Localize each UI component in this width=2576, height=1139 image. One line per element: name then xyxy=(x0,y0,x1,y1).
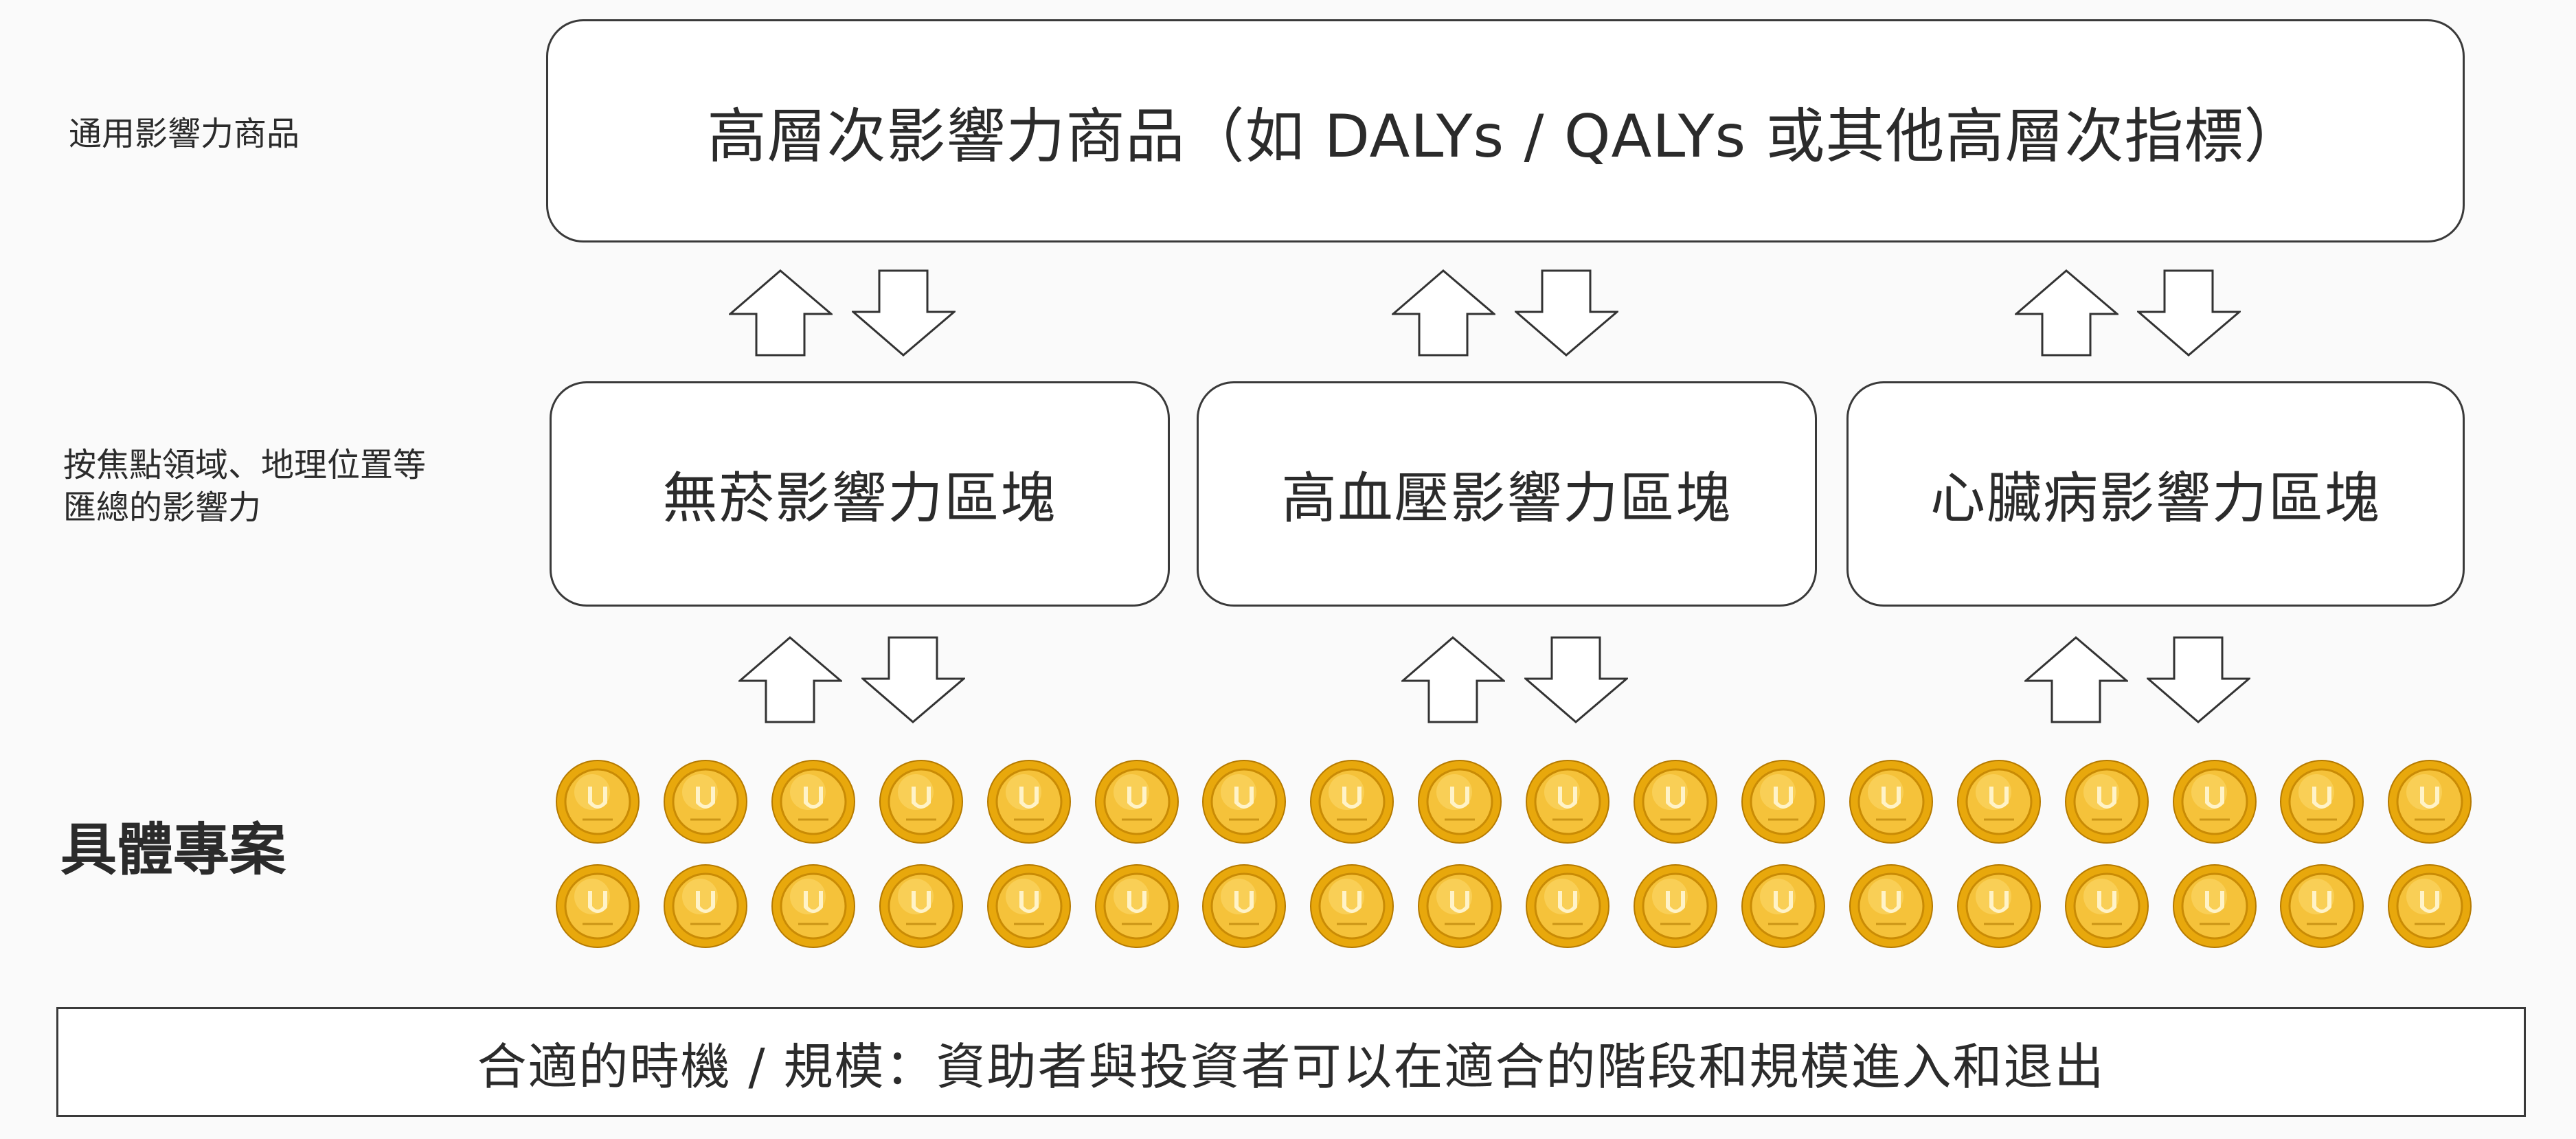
timing-scale-bar: 合適的時機 / 規模：資助者與投資者可以在適合的階段和規模進入和退出 xyxy=(56,1007,2526,1117)
label-universal: 通用影響力商品 xyxy=(69,115,300,153)
down-arrow-icon xyxy=(1515,269,1618,357)
down-arrow-icon xyxy=(852,269,956,357)
up-arrow-icon xyxy=(1401,636,1505,723)
down-arrow-icon xyxy=(2147,636,2250,723)
gold-coin-icon xyxy=(664,864,747,948)
label-aggregated-line1: 按焦點領域、地理位置等 xyxy=(63,446,427,484)
up-arrow-icon xyxy=(2015,269,2119,357)
gold-coin-icon xyxy=(771,864,855,948)
gold-coin-icon xyxy=(556,760,640,844)
gold-coin-icon xyxy=(987,760,1071,844)
gold-coin-icon xyxy=(2065,864,2149,948)
gold-coin-icon xyxy=(987,864,1071,948)
gold-coin-icon xyxy=(664,760,747,844)
gold-coin-icon xyxy=(2173,760,2257,844)
gold-coin-icon xyxy=(1310,760,1394,844)
gold-coin-icon xyxy=(2388,864,2472,948)
block-smoke-free: 無菸影響力區塊 xyxy=(550,381,1170,607)
gold-coin-icon xyxy=(1095,760,1179,844)
gold-coin-icon xyxy=(1957,760,2041,844)
gold-coin-icon xyxy=(1849,760,1933,844)
gold-coin-icon xyxy=(1526,864,1609,948)
block-heart-disease: 心臟病影響力區塊 xyxy=(1846,381,2465,607)
up-arrow-icon xyxy=(1392,269,1495,357)
up-arrow-icon xyxy=(738,636,842,723)
block-hypertension: 高血壓影響力區塊 xyxy=(1197,381,1817,607)
up-arrow-icon xyxy=(2024,636,2128,723)
gold-coin-icon xyxy=(1202,760,1286,844)
gold-coin-icon xyxy=(1095,864,1179,948)
gold-coin-icon xyxy=(2173,864,2257,948)
gold-coin-icon xyxy=(1741,864,1825,948)
gold-coin-icon xyxy=(2388,760,2472,844)
block-title: 高血壓影響力區塊 xyxy=(1281,466,1732,530)
gold-coin-icon xyxy=(1418,864,1502,948)
block-title: 無菸影響力區塊 xyxy=(662,466,1057,530)
up-arrow-icon xyxy=(729,269,833,357)
gold-coin-icon xyxy=(1310,864,1394,948)
gold-coin-icon xyxy=(879,760,963,844)
gold-coin-icon xyxy=(879,864,963,948)
block-title: 心臟病影響力區塊 xyxy=(1930,466,2381,530)
top-impact-title: 高層次影響力商品（如 DALYs / QALYs 或其他高層次指標） xyxy=(707,102,2304,171)
timing-scale-text: 合適的時機 / 規模：資助者與投資者可以在適合的階段和規模進入和退出 xyxy=(477,1037,2105,1096)
gold-coin-icon xyxy=(556,864,640,948)
gold-coin-icon xyxy=(2280,760,2364,844)
top-impact-box: 高層次影響力商品（如 DALYs / QALYs 或其他高層次指標） xyxy=(546,19,2465,243)
gold-coin-icon xyxy=(1418,760,1502,844)
gold-coin-icon xyxy=(1741,760,1825,844)
gold-coin-icon xyxy=(2280,864,2364,948)
gold-coin-icon xyxy=(1202,864,1286,948)
gold-coin-icon xyxy=(1526,760,1609,844)
label-projects: 具體專案 xyxy=(60,817,286,883)
gold-coin-icon xyxy=(1957,864,2041,948)
gold-coin-icon xyxy=(2065,760,2149,844)
label-aggregated-line2: 匯總的影響力 xyxy=(63,488,262,527)
down-arrow-icon xyxy=(1524,636,1628,723)
gold-coin-icon xyxy=(1634,864,1717,948)
gold-coin-icon xyxy=(1634,760,1717,844)
down-arrow-icon xyxy=(861,636,965,723)
gold-coin-icon xyxy=(1849,864,1933,948)
down-arrow-icon xyxy=(2137,269,2241,357)
gold-coin-icon xyxy=(771,760,855,844)
